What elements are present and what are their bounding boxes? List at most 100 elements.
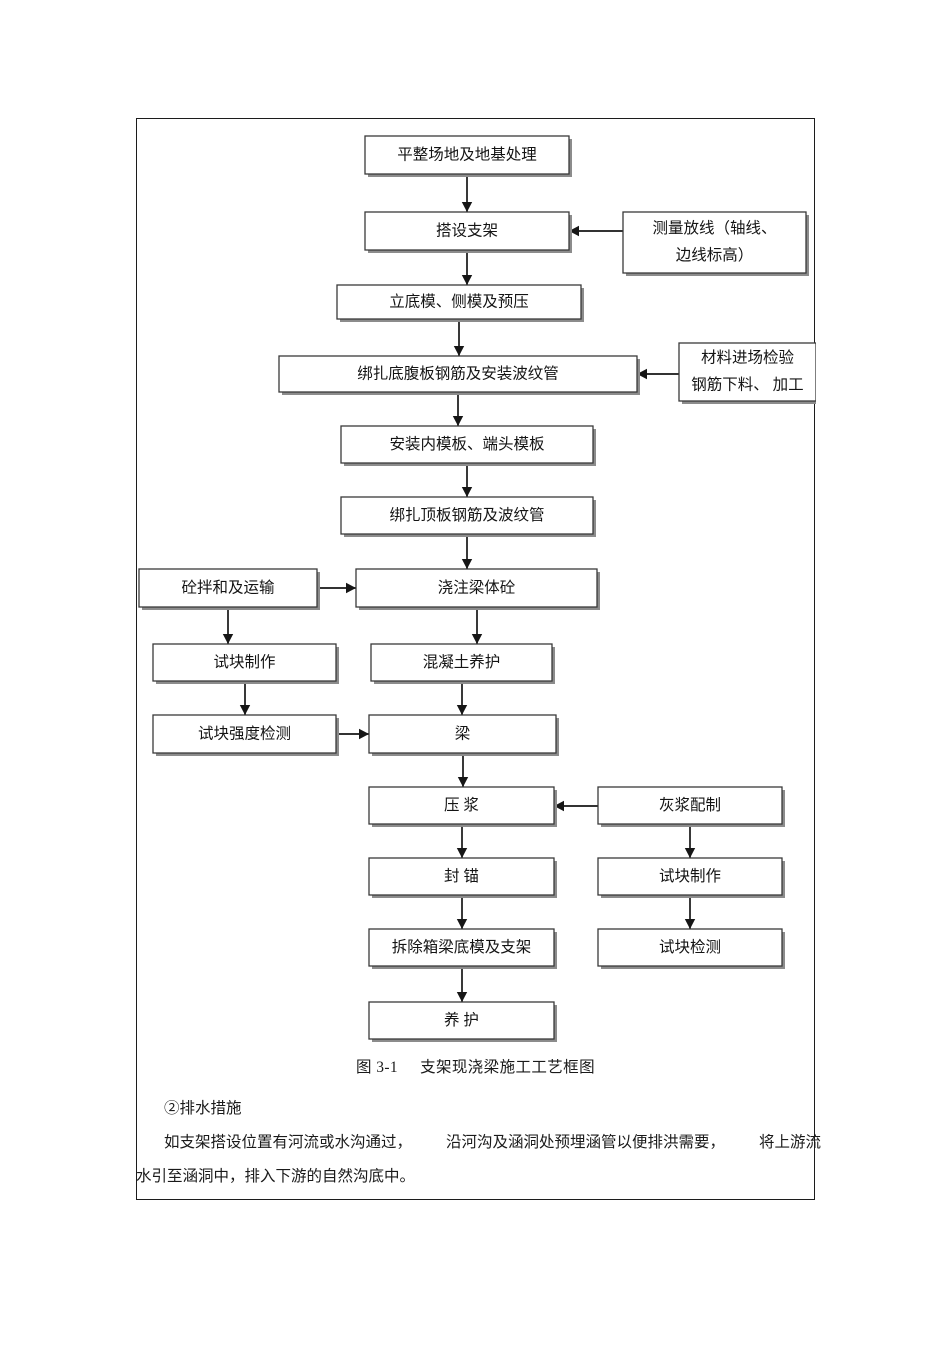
arrowhead-left	[569, 225, 579, 237]
node-label: 压 浆	[444, 796, 479, 814]
node-box	[368, 714, 557, 754]
node-label: 梁	[455, 725, 471, 743]
connector-s3-to-n7	[317, 582, 356, 594]
figure-title: 支架现浇梁施工工艺框图	[420, 1059, 595, 1076]
flow-node-n1[interactable]: 平整场地及地基处理	[364, 135, 572, 177]
flow-node-n7[interactable]: 浇注梁体砼	[355, 568, 600, 610]
section-heading-text: ②排水措施	[164, 1100, 242, 1117]
node-box	[340, 496, 594, 535]
connector-s7-to-s8	[684, 895, 696, 929]
node-label: 安装内模板、端头模板	[389, 435, 544, 453]
node-label: 砼拌和及运输	[181, 579, 275, 597]
node-box	[152, 643, 337, 682]
node-label: 绑扎顶板钢筋及波纹管	[389, 506, 544, 524]
arrowhead-right	[346, 582, 356, 594]
arrowhead-left	[554, 800, 564, 812]
connector-n12-to-n13	[456, 966, 468, 1002]
node-box	[622, 211, 807, 274]
flow-node-n12[interactable]: 拆除箱梁底模及支架	[368, 928, 557, 969]
arrowhead-down	[457, 777, 469, 787]
arrowhead-down	[684, 848, 696, 858]
arrowhead-down	[456, 705, 468, 715]
node-label: 材料进场检验	[701, 349, 795, 367]
body-text-part3: 将上游流	[759, 1134, 822, 1151]
flow-node-s8[interactable]: 试块检测	[597, 928, 785, 969]
flow-node-n2[interactable]: 搭设支架	[364, 211, 572, 253]
body-text-line2: 水引至涵洞中，排入下游的自然沟底中。	[136, 1168, 416, 1185]
flow-node-n8[interactable]: 混凝土养护	[370, 643, 555, 684]
connector-n7-to-n8	[471, 607, 483, 644]
node-label: 封 锚	[444, 867, 479, 885]
node-label: 测量放线（轴线、	[652, 219, 776, 237]
node-label: 养 护	[444, 1011, 479, 1029]
node-box	[340, 425, 594, 464]
flow-node-n6[interactable]: 绑扎顶板钢筋及波纹管	[340, 496, 596, 537]
flow-node-n5[interactable]: 安装内模板、端头模板	[340, 425, 596, 466]
flow-node-n11[interactable]: 封 锚	[368, 857, 557, 898]
node-label: 试块检测	[659, 938, 721, 956]
body-paragraph-line1: 如支架搭设位置有河流或水沟通过，沿河沟及涵洞处预埋涵管以便排洪需要，将上游流	[136, 1126, 843, 1160]
flowchart-nodes: 平整场地及地基处理搭设支架立底模、侧模及预压绑扎底腹板钢筋及安装波纹管安装内模板…	[138, 135, 816, 1042]
connector-n8-to-n9	[456, 681, 468, 715]
node-label-line2: 钢筋下料、 加工	[691, 376, 803, 394]
flow-node-s3[interactable]: 砼拌和及运输	[138, 568, 320, 610]
node-box	[597, 857, 783, 896]
flowchart-connectors	[222, 174, 696, 1002]
flow-node-n9[interactable]: 梁	[368, 714, 559, 756]
node-box	[364, 135, 570, 175]
flow-node-n4[interactable]: 绑扎底腹板钢筋及安装波纹管	[278, 355, 640, 395]
arrowhead-down	[222, 634, 234, 644]
connector-s2-to-n4	[637, 368, 679, 380]
node-label: 搭设支架	[436, 222, 498, 240]
node-label: 平整场地及地基处理	[397, 146, 537, 164]
document-frame: 平整场地及地基处理搭设支架立底模、侧模及预压绑扎底腹板钢筋及安装波纹管安装内模板…	[136, 118, 816, 1200]
arrowhead-down	[456, 992, 468, 1002]
node-label: 立底模、侧模及预压	[389, 293, 529, 311]
node-box	[597, 786, 783, 825]
node-box	[678, 342, 816, 402]
body-text-part1: 如支架搭设位置有河流或水沟通过，	[164, 1134, 413, 1151]
connector-n2-to-n3	[461, 250, 473, 285]
node-label: 拆除箱梁底模及支架	[392, 938, 532, 956]
flow-node-s6[interactable]: 灰浆配制	[597, 786, 785, 827]
arrowhead-right	[359, 728, 369, 740]
arrowhead-down	[456, 919, 468, 929]
node-box	[370, 643, 553, 682]
connector-n4-to-n5	[452, 392, 464, 426]
flow-node-s1[interactable]: 测量放线（轴线、边线标高）	[622, 211, 809, 276]
connector-s3-to-s4	[222, 607, 234, 644]
arrowhead-down	[239, 705, 251, 715]
node-box	[336, 284, 582, 320]
node-box	[152, 714, 337, 754]
flow-node-n13[interactable]: 养 护	[368, 1001, 557, 1042]
node-label: 绑扎底腹板钢筋及安装波纹管	[357, 365, 559, 383]
arrowhead-down	[461, 202, 473, 212]
arrowhead-down	[453, 346, 465, 356]
flow-node-s4[interactable]: 试块制作	[152, 643, 339, 684]
connector-n1-to-n2	[461, 174, 473, 212]
node-box	[278, 355, 638, 393]
node-box	[597, 928, 783, 967]
node-box	[368, 928, 555, 967]
node-label: 灰浆配制	[659, 796, 721, 814]
connector-s6-to-s7	[684, 824, 696, 858]
flow-node-n3[interactable]: 立底模、侧模及预压	[336, 284, 584, 322]
flow-node-s5[interactable]: 试块强度检测	[152, 714, 339, 756]
flow-node-s7[interactable]: 试块制作	[597, 857, 785, 898]
connector-n5-to-n6	[461, 463, 473, 497]
body-paragraph-line2: 水引至涵洞中，排入下游的自然沟底中。	[136, 1160, 815, 1194]
flow-node-n10[interactable]: 压 浆	[368, 786, 557, 827]
figure-number: 图 3-1	[356, 1059, 399, 1076]
connector-n9-to-n10	[457, 753, 469, 787]
connector-n11-to-n12	[456, 895, 468, 929]
arrowhead-left	[637, 368, 647, 380]
connector-s4-to-s5	[239, 681, 251, 715]
figure-caption: 图 3-1 支架现浇梁施工工艺框图	[136, 1055, 815, 1077]
node-label-line2: 边线标高）	[676, 246, 754, 264]
node-label: 试块制作	[659, 867, 721, 885]
connector-n10-to-n11	[456, 824, 468, 858]
arrowhead-down	[461, 487, 473, 497]
node-box	[368, 1001, 555, 1040]
